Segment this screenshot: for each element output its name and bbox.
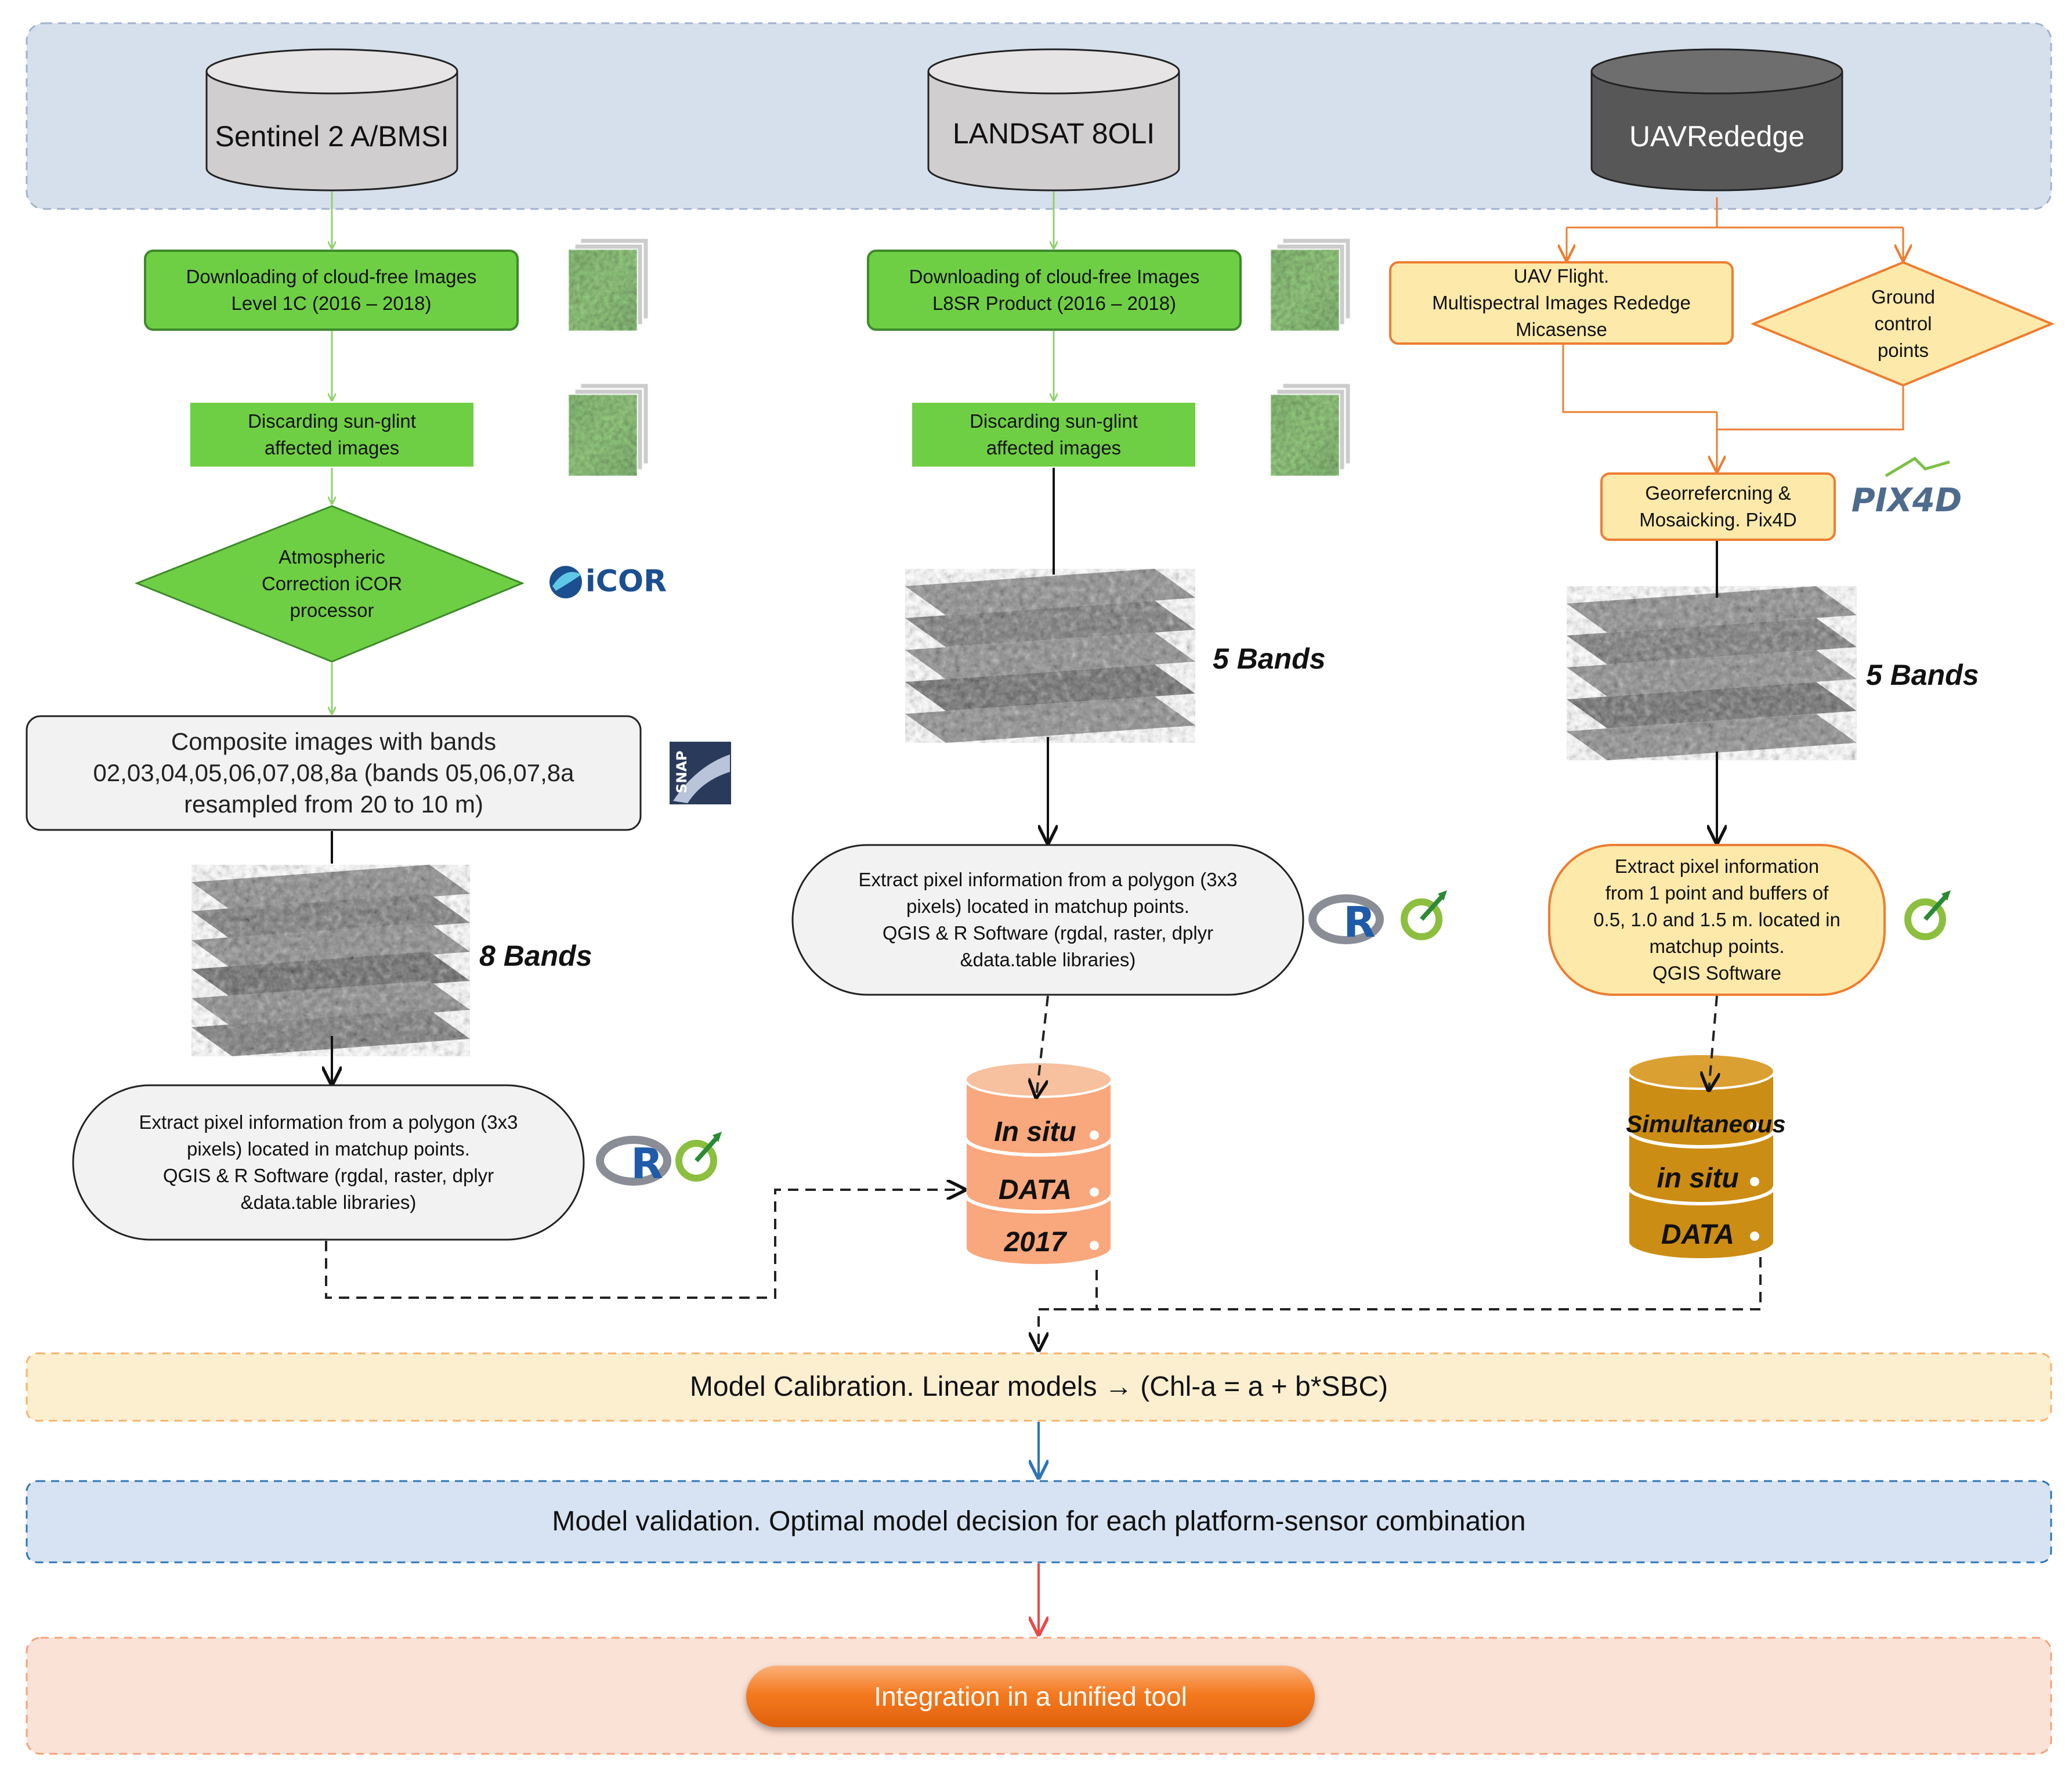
landsat-download-box	[867, 250, 1242, 331]
sentinel-discard-label: Discarding sun-glint affected images	[248, 410, 416, 458]
uav-gcp-label: Ground control points	[1871, 286, 1936, 361]
snap-logo-text: SNAP	[674, 750, 690, 793]
calibration-label: Model Calibration. Linear models → (Chl-…	[689, 1371, 1388, 1402]
landsat-band-stack	[905, 569, 1195, 743]
sentinel-line2: MSI	[397, 120, 449, 153]
qgis-logo-icon-3	[1904, 890, 1951, 940]
landsat-image-stack-1	[1270, 237, 1352, 332]
r-logo-text: R	[631, 1139, 663, 1188]
sentinel-composite-label: Composite images with bands 02,03,04,05,…	[93, 728, 574, 818]
r-logo-icon-2	[1308, 894, 1384, 944]
simultaneous-database	[1626, 1053, 1776, 1261]
sentinel-cylinder	[205, 48, 458, 192]
icor-logo-text: iCOR	[585, 564, 667, 599]
calibration-band	[26, 1352, 2052, 1422]
sentinel-line1: Sentinel 2 A/B	[215, 120, 397, 153]
simul-line1: Simultaneous	[1626, 1110, 1786, 1138]
sentinel-composite-box	[26, 715, 642, 831]
insitu-line1: In situ	[994, 1116, 1076, 1147]
insitu-line3: 2017	[1004, 1226, 1066, 1258]
simul-line3: DATA	[1661, 1219, 1735, 1250]
sentinel-band-stack	[191, 865, 470, 1056]
uav-extract-label: Extract pixel information from 1 point a…	[1593, 855, 1840, 984]
integration-pill	[746, 1666, 1315, 1727]
sentinel-image-stack-2	[567, 382, 650, 477]
simul-line2: in situ	[1657, 1162, 1739, 1194]
sentinel-extract-label: Extract pixel information from a polygon…	[139, 1111, 518, 1213]
landsat-download-label: Downloading of cloud-free Images L8SR Pr…	[909, 266, 1200, 314]
sentinel-image-stack-1	[567, 237, 650, 332]
uav-bands-label: 5 Bands	[1866, 659, 1979, 691]
validation-band	[26, 1480, 2052, 1563]
qgis-logo-icon-2	[1401, 890, 1447, 940]
uav-flight-label: UAV Flight. Multispectral Images Rededge…	[1432, 265, 1691, 340]
landsat-bands-label: 5 Bands	[1213, 642, 1326, 675]
insitu-line2: DATA	[998, 1174, 1072, 1205]
sentinel-atmos-label: Atmospheric Correction iCOR processor	[261, 546, 403, 621]
uav-band-stack	[1567, 586, 1857, 760]
landsat-line1: LANDSAT 8	[952, 117, 1108, 150]
r-logo-icon	[596, 1136, 671, 1186]
landsat-discard-box	[912, 403, 1195, 467]
sentinel-download-box	[144, 250, 519, 331]
snap-logo-icon	[670, 742, 731, 804]
sentinel-download-label: Downloading of cloud-free Images Level 1…	[186, 266, 477, 314]
uav-gcp-diamond	[1750, 261, 2055, 387]
landsat-discard-label: Discarding sun-glint affected images	[970, 410, 1138, 458]
uav-georef-box	[1600, 472, 1836, 541]
integration-label: Integration in a unified tool	[874, 1681, 1187, 1711]
icor-logo-icon	[549, 566, 582, 598]
landsat-cylinder	[927, 48, 1180, 192]
sentinel-extract-box	[72, 1084, 585, 1241]
landsat-image-stack-2	[1270, 382, 1352, 477]
sentinel-bands-label: 8 Bands	[479, 940, 592, 972]
landsat-extract-label: Extract pixel information from a polygon…	[858, 869, 1238, 970]
r-logo-text-2: R	[1343, 898, 1376, 947]
uav-line2: Rededge	[1687, 120, 1805, 153]
pix4d-logo-icon	[1885, 456, 1950, 478]
qgis-logo-icon	[675, 1132, 722, 1182]
uav-georef-label: Georrefercning & Mosaicking. Pix4D	[1639, 482, 1797, 530]
validation-label: Model validation. Optimal model decision…	[552, 1506, 1526, 1537]
landsat-line2: OLI	[1108, 117, 1155, 150]
uav-line1: UAV	[1629, 120, 1687, 153]
sentinel-atmos-diamond	[134, 505, 525, 663]
landsat-extract-box	[791, 844, 1304, 996]
sentinel-discard-box	[190, 403, 473, 467]
pix4d-logo-text: PIX4D	[1851, 481, 1962, 519]
uav-cylinder	[1590, 48, 1843, 192]
uav-extract-box	[1548, 844, 1886, 996]
uav-flight-box	[1389, 261, 1734, 345]
